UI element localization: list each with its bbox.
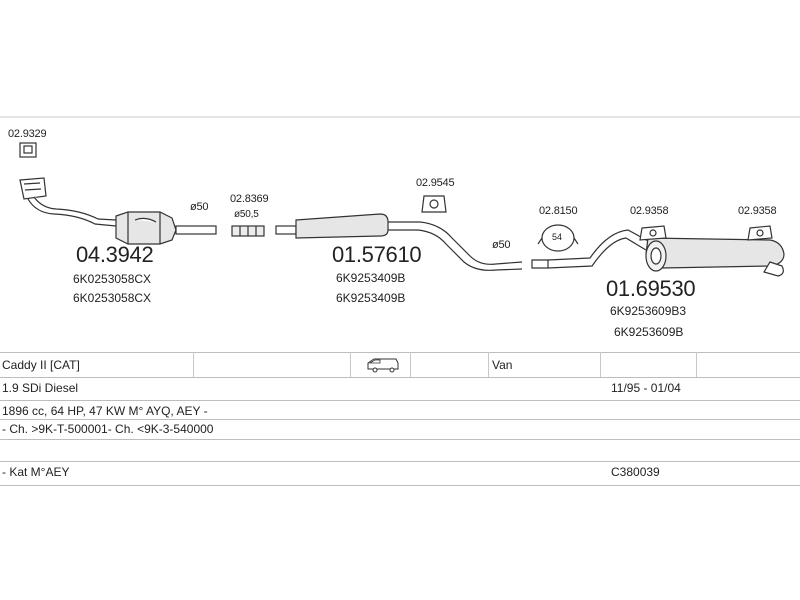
table-divider (0, 400, 800, 401)
table-divider (0, 377, 800, 378)
vehicle-specs: 1896 cc, 64 HP, 47 KW M° AYQ, AEY - (2, 404, 208, 418)
table-column-divider (488, 352, 489, 377)
clamp-size-badge: 54 (552, 232, 563, 242)
oem-code-label: 6K0253058CX (73, 272, 152, 286)
diameter-note-label: ø50,5 (234, 209, 259, 220)
connector-part-02-8369 (231, 225, 265, 237)
part-number-label: 02.9358 (630, 205, 669, 217)
table-column-divider (696, 352, 697, 377)
oem-code-label: 6K9253409B (336, 271, 406, 285)
part-number-label: 04.3942 (76, 242, 154, 267)
bracket-part-02-9329 (19, 142, 37, 158)
part-number-label: 02.8150 (539, 205, 578, 217)
hanger-part-02-9358-b (747, 225, 773, 241)
part-number-label: 02.9358 (738, 205, 777, 217)
van-icon (367, 358, 399, 373)
table-column-divider (600, 352, 601, 377)
vehicle-body-type: Van (492, 358, 513, 372)
oem-code-label: 6K9253609B3 (610, 304, 687, 318)
oem-code-label: 6K0253058CX (73, 291, 152, 305)
oem-code-label: 6K9253409B (336, 291, 406, 305)
table-divider (0, 439, 800, 440)
vehicle-ref: C380039 (611, 465, 660, 479)
oem-code-label: 6K9253609B (614, 325, 684, 339)
diameter-label: ø50 (492, 239, 511, 251)
rear-silencer-part (531, 229, 785, 277)
table-divider (0, 461, 800, 462)
vehicle-model: Caddy II [CAT] (2, 358, 80, 372)
vehicle-engine: 1.9 SDi Diesel (2, 381, 79, 395)
table-column-divider (193, 352, 194, 377)
vehicle-years: 11/95 - 01/04 (611, 381, 681, 395)
table-column-divider (350, 352, 351, 377)
vehicle-kat: - Kat M°AEY (2, 465, 70, 479)
table-divider (0, 419, 800, 420)
part-number-label: 01.69530 (606, 276, 696, 301)
table-divider (0, 485, 800, 486)
hanger-part-02-9358-a (639, 225, 667, 241)
middle-silencer-part (275, 213, 523, 271)
catalytic-converter-part (19, 177, 217, 245)
hanger-part-02-9545 (421, 195, 447, 213)
table-column-divider (410, 352, 411, 377)
diameter-label: ø50 (190, 201, 209, 213)
vehicle-chassis: - Ch. >9K-T-500001- Ch. <9K-3-540000 (2, 422, 214, 436)
table-divider (0, 352, 800, 353)
part-number-label: 01.57610 (332, 242, 422, 267)
clamp-part-02-8150 (537, 224, 579, 252)
part-number-label: 02.9329 (8, 128, 47, 140)
part-number-label: 02.9545 (416, 177, 455, 189)
part-number-label: 02.8369 (230, 193, 269, 205)
